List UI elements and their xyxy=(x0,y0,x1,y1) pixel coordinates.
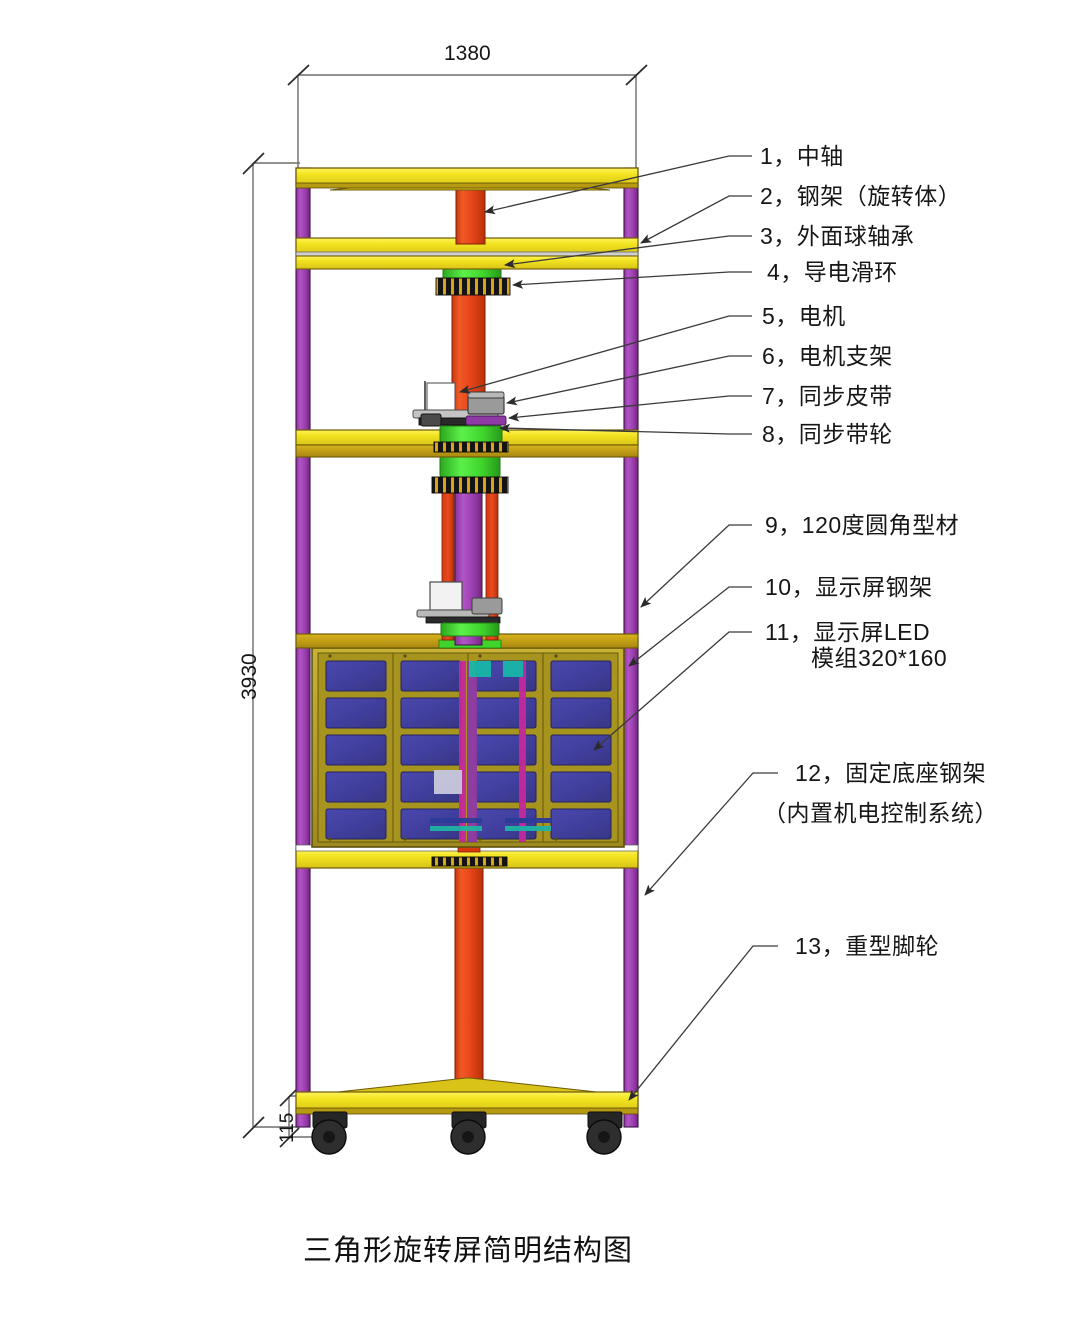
dim-tick-h-bottom xyxy=(242,1116,265,1139)
motor-bracket-plate xyxy=(426,382,456,412)
beam-top xyxy=(295,167,639,191)
timing-belt-lower xyxy=(425,616,501,624)
leader-2 xyxy=(640,195,752,244)
interior-center-column xyxy=(467,661,477,842)
display-interior-detail xyxy=(430,661,551,842)
led-module xyxy=(400,697,462,729)
dim-label-height: 3930 xyxy=(238,653,261,700)
led-module xyxy=(325,660,387,692)
leader-7 xyxy=(508,395,752,422)
leader-6 xyxy=(506,355,752,406)
base-frame xyxy=(295,1077,639,1115)
timing-pulley-upper xyxy=(420,413,442,427)
leader-10 xyxy=(628,586,752,667)
ball-bearing-lower xyxy=(440,622,500,637)
interior-cable-d xyxy=(505,826,551,831)
dim-tick-w-left xyxy=(287,64,310,86)
motor-bracket-lower xyxy=(429,581,463,611)
interior-cable-b xyxy=(430,826,482,831)
dim-label-width: 1380 xyxy=(444,42,491,65)
dim-tick-h-top xyxy=(242,152,265,175)
leader-13 xyxy=(628,945,778,1101)
beam-1-under xyxy=(295,182,639,189)
slipring-mid-upper xyxy=(431,476,509,494)
middle-bay xyxy=(416,454,509,646)
motor-assembly-lower xyxy=(416,581,503,637)
interior-white-box xyxy=(434,770,462,794)
interior-column-glimpse-left xyxy=(459,661,466,842)
dim-tick-w-right xyxy=(625,64,648,86)
led-module xyxy=(325,808,387,840)
led-module xyxy=(550,697,612,729)
frame-bolts xyxy=(328,654,558,841)
led-module xyxy=(475,734,537,766)
led-module xyxy=(325,697,387,729)
led-module xyxy=(475,697,537,729)
pulley-hub-upper xyxy=(465,415,507,426)
interior-column-glimpse-right xyxy=(519,661,526,842)
led-module xyxy=(400,660,462,692)
caster-center xyxy=(450,1111,487,1155)
leader-5 xyxy=(459,315,752,394)
leader-lines xyxy=(459,155,778,1101)
led-module xyxy=(400,734,462,766)
led-module xyxy=(550,808,612,840)
leader-12 xyxy=(644,772,778,896)
motor-cap-upper xyxy=(467,391,505,399)
led-module xyxy=(550,734,612,766)
leader-11 xyxy=(593,631,752,751)
leader-1 xyxy=(484,155,752,215)
motor-body-lower xyxy=(471,597,503,615)
interior-cable-a xyxy=(430,818,482,823)
shaft-lower xyxy=(454,861,484,1103)
figure-title: 三角形旋转屏简明结构图 xyxy=(303,1235,634,1267)
ball-bearing-mid-upper xyxy=(439,454,501,478)
caster-hub-left xyxy=(323,1131,335,1143)
slipring-upper-lower xyxy=(433,441,509,453)
led-module xyxy=(325,771,387,803)
led-module xyxy=(475,808,537,840)
motor-assembly-upper xyxy=(412,381,509,453)
interior-teal-part-b xyxy=(503,661,523,677)
interior-teal-part-a xyxy=(469,661,491,677)
machine-assembly xyxy=(295,167,639,1155)
ball-bearing-upper-lower xyxy=(439,425,503,443)
led-module xyxy=(550,660,612,692)
caster-left xyxy=(311,1111,348,1155)
caster-hub-center xyxy=(462,1131,474,1143)
led-module xyxy=(550,771,612,803)
upper-bay xyxy=(412,287,509,453)
interior-cable-c xyxy=(505,818,551,823)
leader-3 xyxy=(504,235,752,269)
beam-2-lower xyxy=(295,255,639,270)
led-module xyxy=(400,808,462,840)
heavy-duty-casters xyxy=(311,1111,623,1155)
led-module xyxy=(475,771,537,803)
conductive-slipring xyxy=(435,277,511,296)
leader-4 xyxy=(512,271,752,289)
led-display-panel xyxy=(311,647,625,848)
leader-9 xyxy=(640,524,752,608)
dim-tick-c-bottom xyxy=(279,1127,300,1148)
lower-slipring xyxy=(431,856,508,867)
led-module xyxy=(325,734,387,766)
dim-label-caster-height: 115 xyxy=(277,1112,298,1143)
caster-hub-right xyxy=(598,1131,610,1143)
leader-8 xyxy=(499,423,752,435)
caster-right xyxy=(586,1111,623,1155)
motor-body-upper xyxy=(467,395,505,415)
